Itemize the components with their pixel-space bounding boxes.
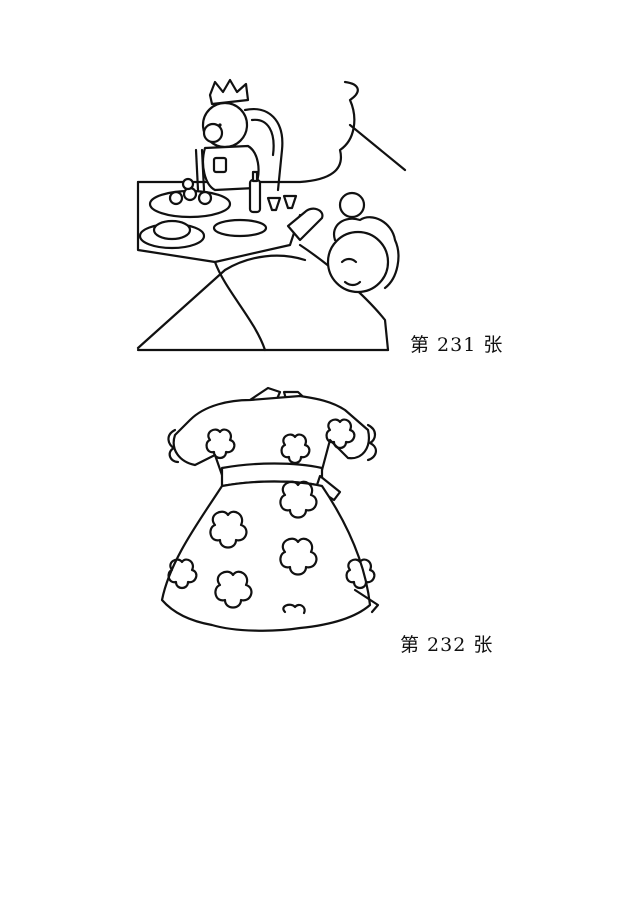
dress-icon [160,386,380,632]
caption-232: 第 232 张 [400,634,494,656]
caption-231: 第 231 张 [410,334,504,356]
dreaming-child-icon [136,78,407,352]
